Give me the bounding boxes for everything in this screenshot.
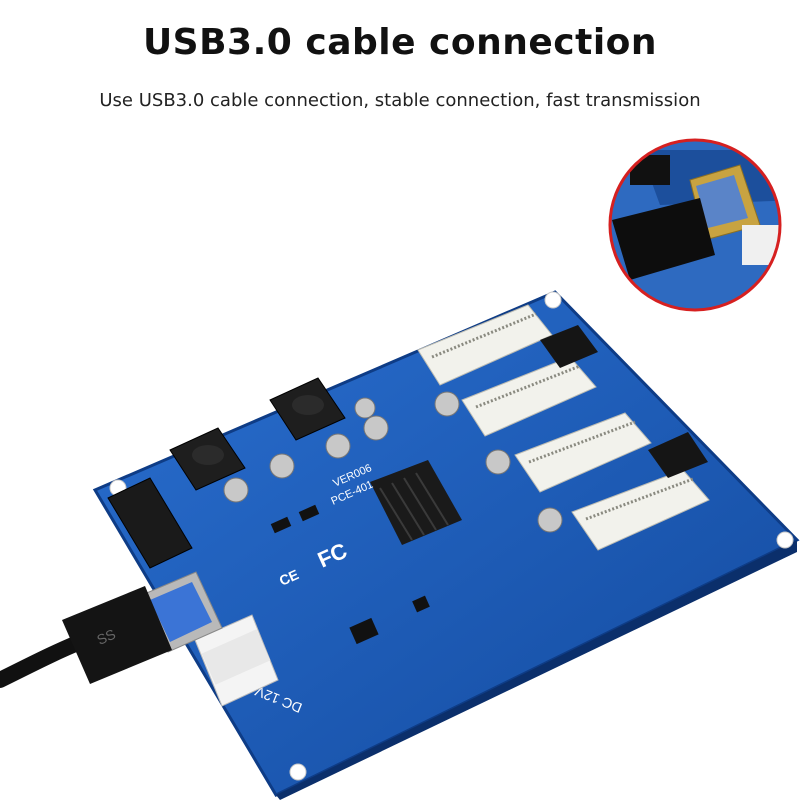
page-title: USB3.0 cable connection (142, 22, 658, 63)
power-connector (194, 614, 279, 707)
pcie-slot-2 (461, 356, 597, 437)
heatsink (370, 460, 462, 545)
inductor (169, 427, 246, 491)
cable-logo: SS (94, 626, 118, 648)
ce-mark: CE (277, 566, 301, 589)
sata-connector (107, 477, 193, 569)
pcie-slot-3 (514, 412, 652, 493)
inset-closeup (608, 138, 782, 312)
pcie-slot-1 (417, 304, 553, 386)
inductor (269, 377, 346, 441)
usb-cable: SS (0, 586, 172, 688)
capacitors (223, 391, 563, 533)
pcie-slot-4 (571, 469, 710, 551)
page-subtitle: Use USB3.0 cable connection, stable conn… (99, 90, 701, 111)
